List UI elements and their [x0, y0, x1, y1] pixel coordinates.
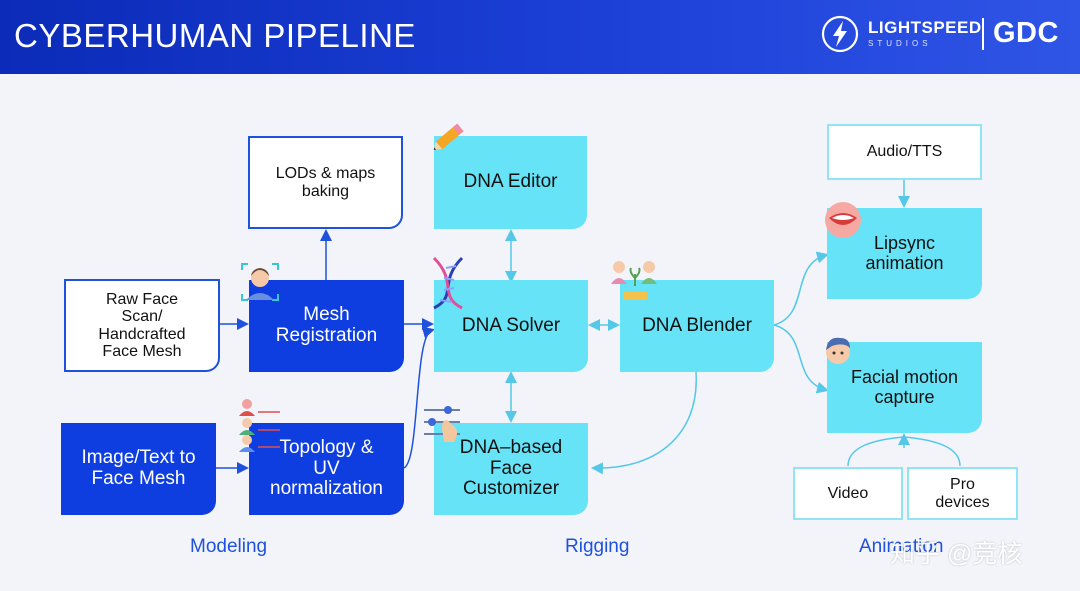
lightning-logo-icon: [821, 15, 859, 53]
dna-helix-icon: [432, 256, 464, 310]
brand-name: LIGHTSPEED: [868, 18, 982, 37]
header-divider: [982, 18, 984, 50]
section-label-animation: Animation: [859, 536, 944, 557]
arrow-blender-to-customizer: [591, 371, 697, 475]
node-topology-uv: Topology & UV normalization: [249, 423, 404, 515]
users-list-icon: [239, 399, 280, 452]
section-label-modeling: Modeling: [190, 536, 268, 557]
node-video: Video: [793, 467, 903, 520]
node-mesh-registration: Mesh Registration: [249, 280, 404, 372]
mouth-icon: [825, 202, 861, 238]
node-dna-face-customizer: DNA–based Face Customizer: [434, 423, 588, 515]
event-logo: GDC: [993, 17, 1059, 49]
section-label-rigging: Rigging: [565, 536, 630, 557]
node-lods-maps-baking: LODs & maps baking: [248, 136, 403, 229]
slider-hand-icon: [424, 406, 460, 442]
face-avatar-icon: [826, 337, 850, 364]
arrow-blender-to-lipsync: [773, 251, 829, 326]
node-facial-motion-capture: Facial motion capture: [827, 342, 982, 433]
node-raw-face-scan: Raw Face Scan/ Handcrafted Face Mesh: [64, 279, 220, 372]
brand-subtitle: STUDIOS: [868, 39, 932, 48]
arrow-topology-to-solver: [403, 326, 435, 469]
people-blend-icon: [611, 261, 657, 300]
header-bar: CYBERHUMAN PIPELINE LIGHTSPEED STUDIOS G…: [0, 0, 1080, 74]
page-title: CYBERHUMAN PIPELINE: [14, 17, 416, 54]
node-image-text-to-face-mesh: Image/Text to Face Mesh: [61, 423, 216, 515]
watermark: 知乎 @竞核: [890, 540, 1023, 568]
pencil-icon: [433, 123, 464, 150]
arrow-blender-to-mocap: [773, 324, 829, 394]
node-dna-solver: DNA Solver: [434, 280, 588, 372]
node-audio-tts: Audio/TTS: [827, 124, 982, 180]
face-scan-icon: [241, 263, 279, 301]
node-dna-editor: DNA Editor: [434, 136, 587, 229]
node-pro-devices: Pro devices: [907, 467, 1018, 520]
